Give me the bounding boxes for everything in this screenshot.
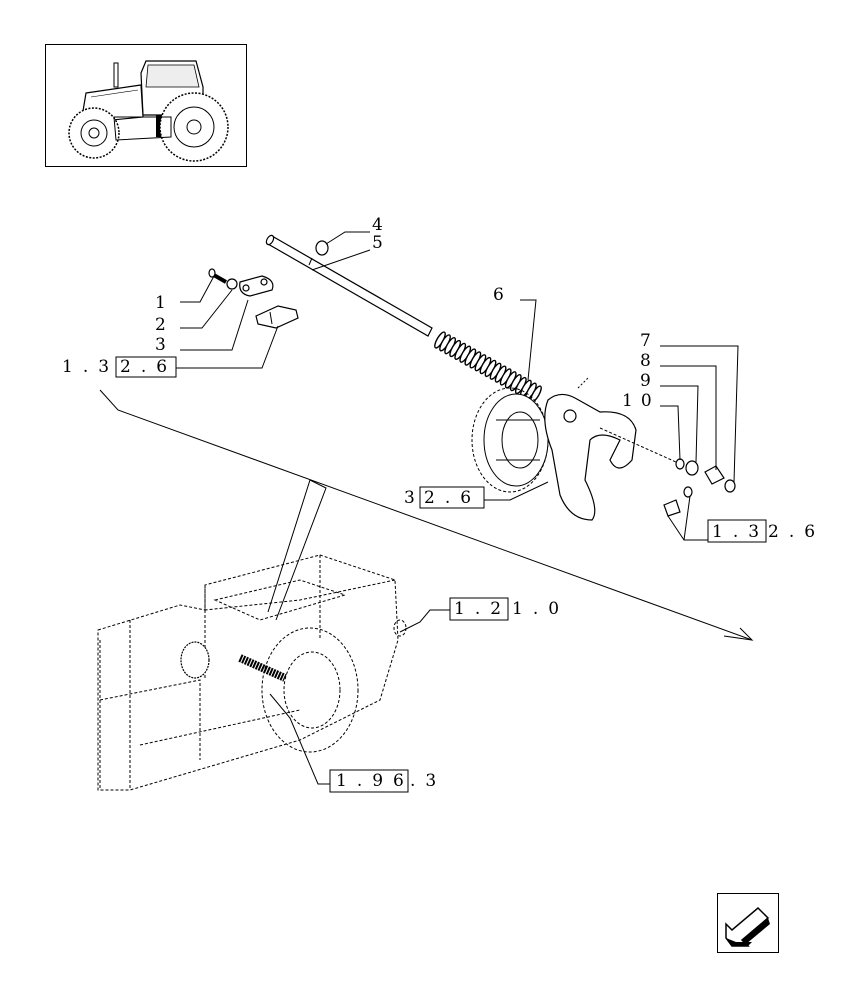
shift-fork	[544, 377, 637, 521]
callout-8: 8	[640, 351, 651, 371]
transmission-housing	[97, 554, 407, 791]
ref-3-boxed[interactable]: 1.3	[712, 522, 769, 542]
ref-2-boxed[interactable]: 2.6	[424, 488, 481, 508]
tractor-thumbnail	[45, 44, 247, 167]
callout-2: 2	[155, 315, 166, 335]
ref-4-boxed[interactable]: 1.2	[454, 599, 511, 619]
back-button[interactable]	[717, 893, 779, 953]
detent-body	[704, 465, 725, 485]
pad-pair	[255, 305, 299, 329]
back-arrow-icon	[725, 906, 770, 947]
callout-1: 1	[155, 293, 166, 313]
leader-lines	[176, 231, 739, 785]
shift-rod	[265, 234, 433, 337]
o-ring	[315, 240, 329, 256]
ref-1-boxed[interactable]: 2.6	[120, 357, 177, 377]
callout-6: 6	[493, 285, 504, 305]
ref-5-box[interactable]	[329, 769, 409, 793]
callout-4: 4	[372, 215, 383, 235]
ref-1-box[interactable]	[115, 356, 177, 378]
ref-3-post: 2.6	[768, 522, 825, 542]
callout-10: 10	[622, 391, 660, 411]
circlip	[675, 458, 685, 470]
bush	[685, 460, 699, 476]
hub-gear	[471, 387, 549, 493]
seal-ring	[724, 479, 736, 493]
ref-5-post: .3	[410, 771, 446, 791]
washer	[226, 278, 238, 290]
callout-3: 3	[155, 335, 166, 355]
ref-4-post: 1.0	[512, 599, 569, 619]
plug	[663, 486, 693, 517]
callout-9: 9	[640, 371, 651, 391]
ref-2-pre: 3	[404, 488, 425, 508]
tractor-locator-icon	[68, 60, 229, 162]
ref-5-boxed[interactable]: 1.96	[336, 771, 414, 791]
ref-2-box[interactable]	[419, 486, 485, 509]
ref-3-box[interactable]	[707, 519, 767, 543]
screw	[208, 268, 227, 284]
ref-1-pre: 1.3	[62, 357, 119, 377]
spring	[434, 331, 542, 403]
plate	[239, 275, 274, 297]
ref-4-box[interactable]	[449, 597, 509, 621]
callout-5: 5	[372, 233, 383, 253]
callout-7: 7	[640, 331, 651, 351]
